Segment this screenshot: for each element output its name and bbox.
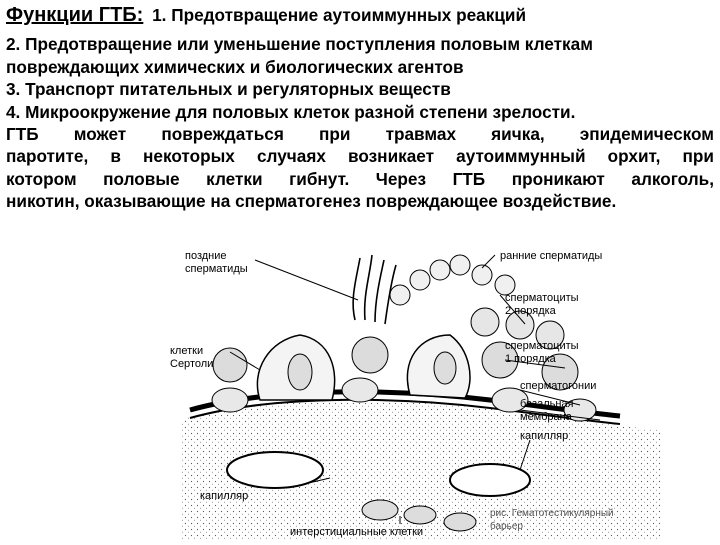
label-late-spermatids-line1: поздние — [185, 250, 227, 262]
early-spermatids — [389, 254, 516, 306]
spermatocyte-2 — [535, 320, 565, 350]
label-sertoli: клетки Сертоли — [170, 345, 213, 370]
function-1: 1. Предотвращение аутоиммунных реакций — [152, 5, 527, 25]
leader-capillary-right — [519, 439, 531, 471]
spermatid — [494, 274, 516, 296]
interstitial-cell — [361, 499, 399, 521]
title-line: Функции ГТБ: 1. Предотвращение аутоиммун… — [6, 4, 714, 26]
paragraph-line-2: паротите, в некоторых случаях возникает … — [6, 146, 714, 167]
label-sertoli-line1: клетки — [170, 345, 204, 357]
spermatogonium — [341, 377, 379, 403]
label-sertoli-line2: Сертоли — [170, 357, 214, 370]
function-3: 3. Транспорт питательных и регуляторных … — [6, 79, 451, 100]
leader-spermatogonia — [519, 389, 581, 406]
leader-sertoli — [229, 351, 261, 371]
late-spermatids — [352, 254, 397, 325]
label-early-spermatids: ранние сперматиды — [500, 250, 603, 262]
spermatocyte-2 — [470, 307, 500, 337]
sertoli-nucleus — [433, 351, 457, 385]
spermatid — [449, 254, 471, 276]
label-spermatocytes-2-line2: 2 порядка — [505, 304, 556, 317]
label-basal-membrane: базальная мембрана — [520, 398, 574, 423]
spermatocyte-1 — [351, 336, 389, 374]
spermatocyte-1 — [481, 341, 519, 379]
spermatid — [471, 264, 493, 286]
leader-early-spermatids — [481, 254, 496, 269]
label-spermatocytes-1: сперматоциты 1 порядка — [505, 340, 579, 365]
leader-lines — [229, 254, 601, 524]
capillary-left — [226, 451, 324, 489]
label-spermatocytes-2: сперматоциты 2 порядка — [505, 292, 579, 317]
leader-spermatocytes-2 — [499, 294, 526, 325]
interstitial-tissue — [180, 400, 660, 540]
spermatid — [429, 259, 451, 281]
spermatocyte-1 — [541, 353, 579, 391]
leader-late-spermatids — [254, 259, 359, 301]
label-spermatocytes-1-line2: 1 порядка — [505, 352, 556, 365]
figure-caption-line2: барьер — [490, 520, 523, 532]
spermatid — [389, 284, 411, 306]
function-2-line-2: повреждающих химических и биологических … — [6, 56, 464, 77]
spermatocyte-2 — [505, 310, 535, 340]
spermatid — [409, 269, 431, 291]
paragraph-line-3: котором половые клетки гибнут. Через ГТБ… — [6, 168, 714, 189]
label-spermatogonia: сперматогонии — [520, 380, 597, 392]
label-interstitial: интерстициальные клетки — [290, 526, 424, 538]
label-spermatocytes-2-line1: сперматоциты — [505, 292, 579, 304]
flagellum — [374, 259, 385, 323]
function-2-line-1: 2. Предотвращение или уменьшение поступл… — [6, 34, 593, 55]
spermatogonia-row — [211, 377, 597, 422]
flagellum — [384, 264, 397, 325]
text-block: Функции ГТБ: 1. Предотвращение аутоиммун… — [6, 4, 714, 213]
leader-capillary-bottom — [299, 477, 331, 486]
blood-testis-barrier-figure: поздние сперматиды клетки Сертоли капилл… — [160, 240, 720, 540]
leader-basal-membrane — [519, 409, 601, 421]
label-late-spermatids: поздние сперматиды — [185, 250, 248, 275]
capillary-center — [449, 463, 531, 497]
spermatogonium — [211, 387, 249, 413]
function-4: 4. Микроокружение для половых клеток раз… — [6, 101, 576, 122]
leader-spermatocytes-1 — [504, 359, 566, 369]
label-spermatocytes-1-line1: сперматоциты — [505, 340, 579, 352]
interstitial-cell — [443, 512, 477, 532]
flagellum — [363, 254, 373, 321]
figure-caption-line1: рис. Гематотестикулярный — [490, 508, 614, 519]
label-basal-membrane-line1: базальная — [520, 398, 574, 410]
spermatocytes — [212, 307, 579, 391]
spermatogonium — [491, 387, 529, 413]
interstitial-cell — [403, 505, 437, 525]
tubule-illustration — [180, 254, 660, 540]
paragraph-line-1: ГТБ может повреждаться при травмах яичка… — [6, 124, 714, 145]
spermatocyte-1 — [212, 347, 248, 383]
flagellum — [352, 257, 361, 321]
label-late-spermatids-line2: сперматиды — [185, 262, 248, 275]
label-capillary-right: капилляр — [520, 430, 569, 442]
spermatogonium — [563, 398, 597, 422]
sertoli-nucleus — [287, 353, 313, 391]
paragraph-line-4: никотин, оказывающие на сперматогенез по… — [6, 191, 617, 212]
slide-title: Функции ГТБ: — [6, 4, 144, 26]
figure-caption: рис. Гематотестикулярный барьер — [490, 508, 614, 533]
label-capillary-bottom: капилляр — [200, 490, 249, 502]
label-basal-membrane-line2: мембрана — [520, 410, 572, 423]
